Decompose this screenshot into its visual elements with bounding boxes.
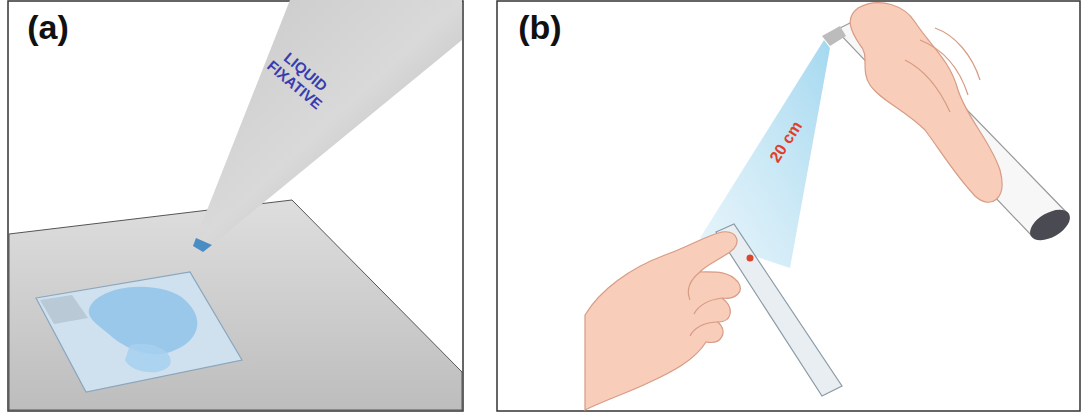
glass-slide [36,272,242,392]
glass-slide [716,224,842,396]
can-base [1025,204,1075,247]
finger-lines [905,28,980,112]
finger-lines [688,272,722,336]
panel-letter: (a) [8,9,88,46]
smear-dot [747,255,754,262]
left-hand [585,232,740,410]
panel-frame [8,1,463,411]
table-surface [9,200,462,410]
fixative-bottle [196,0,462,245]
right-hand [850,3,1002,203]
slide-label-area [40,295,88,324]
panel-frame [497,1,1080,411]
panel-letter: (b) [500,9,580,46]
fixative-smear [125,344,171,373]
bottle-nozzle [193,238,212,252]
can-nozzle [822,26,846,46]
